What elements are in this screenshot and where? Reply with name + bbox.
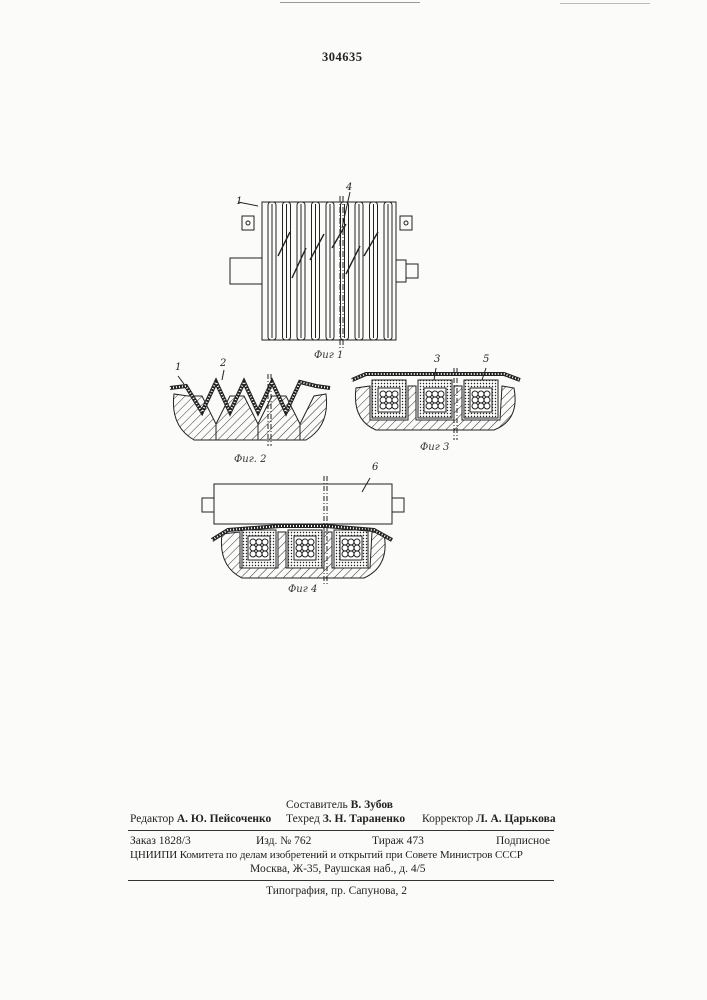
fig4-ref-6: 6 <box>372 462 378 473</box>
compiler-label: Составитель <box>286 799 348 811</box>
top-scan-line <box>280 2 420 3</box>
techred-credit: Техред З. Н. Тараненко <box>286 812 405 826</box>
techred-name: З. Н. Тараненко <box>323 813 405 825</box>
techred-label: Техред <box>286 813 320 825</box>
fig2-ref-2: 2 <box>220 358 226 369</box>
colophon-divider <box>128 830 554 831</box>
fig1-ref-4: 4 <box>346 182 352 193</box>
fig2-ref-1: 1 <box>175 362 181 373</box>
printing-line: Типография, пр. Сапунова, 2 <box>266 884 407 898</box>
figure-3-cross-section <box>350 364 522 444</box>
edition-number: Изд. № 762 <box>256 834 311 848</box>
compiler-name: В. Зубов <box>351 799 393 811</box>
figure-1-roller-side-view <box>228 188 428 368</box>
fig3-ref-3: 3 <box>434 354 440 365</box>
fig1-caption: Фиг 1 <box>314 350 343 361</box>
fig3-caption: Фиг 3 <box>420 442 449 453</box>
corrector-credit: Корректор Л. А. Царькова <box>422 812 556 826</box>
fig1-ref-1: 1 <box>236 196 242 207</box>
fig3-ref-5: 5 <box>483 354 489 365</box>
printing-divider <box>128 880 554 881</box>
fig2-caption: Фиг. 2 <box>234 454 267 465</box>
corrector-label: Корректор <box>422 813 473 825</box>
address-line: Москва, Ж-35, Раушская наб., д. 4/5 <box>250 862 426 876</box>
order-number: Заказ 1828/3 <box>130 834 191 848</box>
fig4-caption: Фиг 4 <box>288 584 317 595</box>
figure-2-cross-section <box>164 366 336 454</box>
corrector-name: Л. А. Царькова <box>476 813 555 825</box>
patent-number: 304635 <box>322 50 363 64</box>
figure-4-roller-on-section <box>200 474 410 588</box>
top-scan-line-right <box>560 3 650 4</box>
editor-label: Редактор <box>130 813 174 825</box>
editor-name: А. Ю. Пейсоченко <box>177 813 271 825</box>
institute-line: ЦНИИПИ Комитета по делам изобретений и о… <box>130 848 523 862</box>
print-run: Тираж 473 <box>372 834 424 848</box>
compiler-line: Составитель В. Зубов <box>286 798 393 812</box>
editor-credit: Редактор А. Ю. Пейсоченко <box>130 812 271 826</box>
subscription: Подписное <box>496 834 550 848</box>
